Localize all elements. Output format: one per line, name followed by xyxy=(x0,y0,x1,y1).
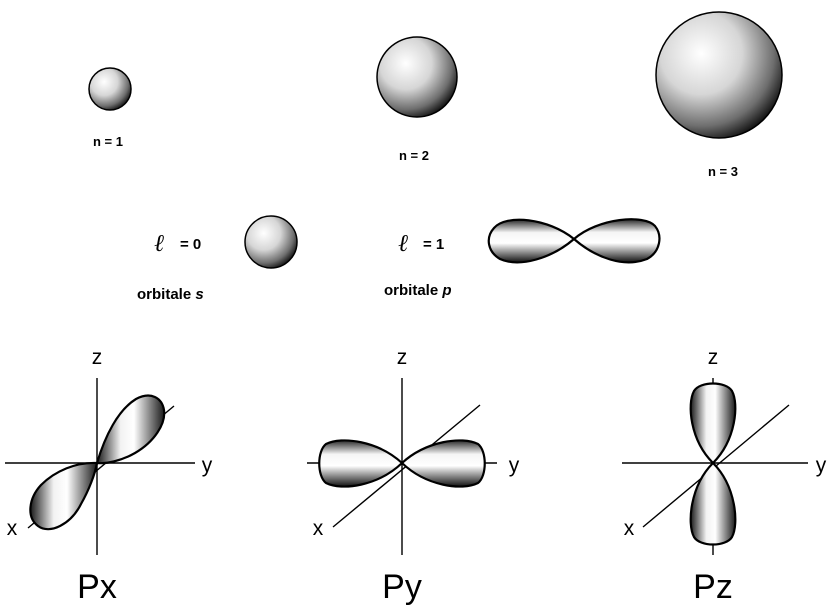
py-y-label: y xyxy=(509,454,520,477)
px-x-label: x xyxy=(7,517,18,540)
px-panel: z y x Px xyxy=(5,346,213,606)
px-lobe-lower xyxy=(29,461,99,531)
p-orbital-dumbbell xyxy=(487,218,661,264)
px-lobe-upper xyxy=(95,394,166,465)
shell-sphere-n1 xyxy=(88,67,132,111)
py-label: Py xyxy=(382,568,422,606)
py-x-label: x xyxy=(313,517,324,540)
shell-n1: n = 1 xyxy=(88,67,132,149)
shell-n2: n = 2 xyxy=(376,36,458,163)
px-label: Px xyxy=(77,568,117,606)
shell-sphere-n2 xyxy=(376,36,458,118)
shell-label-n2: n = 2 xyxy=(399,148,429,163)
s-orbital-sphere xyxy=(244,215,298,269)
pz-z-label: z xyxy=(708,346,719,369)
orbital-s-label: orbitale s xyxy=(137,286,204,303)
pz-lobe-upper xyxy=(689,382,737,465)
ell-symbol-s: ℓ xyxy=(154,229,164,257)
pz-label: Pz xyxy=(693,568,733,606)
shell-label-n3: n = 3 xyxy=(708,164,738,179)
py-z-label: z xyxy=(397,346,408,369)
orbital-p-label: orbitale p xyxy=(384,282,452,299)
orbital-s-group: ℓ = 0 orbitale s xyxy=(137,215,298,303)
px-z-label: z xyxy=(92,346,103,369)
ell-symbol-p: ℓ xyxy=(398,229,408,257)
pz-y-label: y xyxy=(816,454,827,477)
pz-x-label: x xyxy=(624,517,635,540)
shell-n3: n = 3 xyxy=(655,11,783,179)
orbital-p-group: ℓ = 1 orbitale p xyxy=(384,218,661,299)
py-lobe-right xyxy=(400,439,486,488)
pz-panel: z y x Pz xyxy=(622,346,827,606)
p-lobe-right xyxy=(572,218,661,264)
px-y-label: y xyxy=(202,454,213,477)
p-lobe-left xyxy=(487,218,576,264)
ell-value-s: = 0 xyxy=(180,236,201,253)
ell-value-p: = 1 xyxy=(423,236,444,253)
py-lobe-left xyxy=(318,439,404,488)
shell-label-n1: n = 1 xyxy=(93,134,123,149)
shell-sphere-n3 xyxy=(655,11,783,139)
pz-lobe-lower xyxy=(689,461,737,546)
py-panel: z y x Py xyxy=(307,346,520,606)
